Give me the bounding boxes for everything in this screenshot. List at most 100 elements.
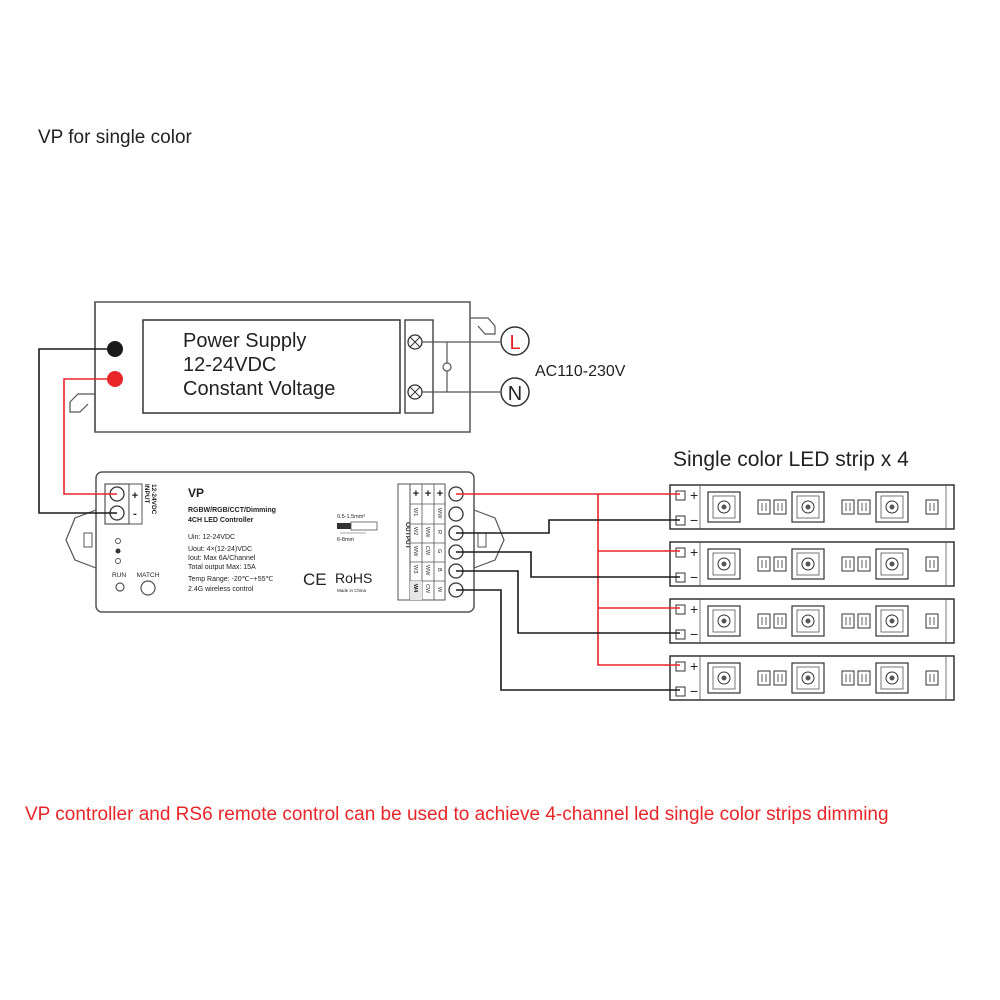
input-minus-label: - [133, 508, 137, 520]
output-plus-label: + [413, 488, 419, 500]
power-supply-name: Power Supply [183, 330, 306, 352]
strip-minus-label: − [690, 512, 698, 528]
positive-pad [675, 604, 686, 615]
strip-plus-label: + [690, 658, 698, 674]
cell-cct-cw: CW [424, 584, 430, 594]
input-plus-label: + [132, 490, 138, 502]
resistor-icon [857, 670, 871, 686]
resistor-icon [841, 556, 855, 572]
cell-r: R [436, 530, 442, 534]
led-chip-icon [707, 548, 741, 580]
resistor-icon [925, 670, 939, 686]
resistor-icon [857, 556, 871, 572]
cell-b: B [436, 568, 442, 572]
led-chip-icon [875, 605, 909, 637]
resistor-icon [773, 499, 787, 515]
page-title: VP for single color [38, 127, 193, 148]
output-plus-label: + [425, 488, 431, 500]
resistor-icon [925, 556, 939, 572]
made-in-label: Made in China [337, 588, 367, 593]
positive-pad [675, 490, 686, 501]
run-led-icon [115, 582, 125, 592]
power-supply-voltage: 12-24VDC [183, 354, 276, 376]
cell-cct-cw: CW [424, 546, 430, 556]
controller-iout: Iout: Max 6A/Channel [188, 555, 256, 562]
controller-uout: Uout: 4×(12-24)VDC [188, 546, 252, 553]
strip-minus-label: − [690, 683, 698, 699]
footer-note: VP controller and RS6 remote control can… [25, 804, 889, 825]
resistor-icon [773, 556, 787, 572]
strip-plus-label: + [690, 601, 698, 617]
resistor-icon [773, 670, 787, 686]
resistor-icon [841, 670, 855, 686]
strips-title: Single color LED strip x 4 [673, 448, 909, 471]
input-label: INPUT [143, 484, 150, 504]
controller-desc2: 4CH LED Controller [188, 517, 254, 524]
resistor-icon [841, 613, 855, 629]
led-chip-icon [791, 491, 825, 523]
cell-ww: WW [412, 546, 418, 557]
ac-wiring: L N AC110-230V [422, 326, 626, 407]
dc-input-wires [38, 348, 117, 514]
led-chip-icon [707, 605, 741, 637]
wire-spec-gauge: 0.5-1.5mm² [337, 514, 365, 520]
cell-w1: W1 [412, 508, 418, 516]
cell-g: G [436, 549, 442, 553]
live-label: L [509, 332, 520, 354]
match-button[interactable] [140, 580, 156, 596]
wire-spec-strip: 6-8mm [337, 537, 355, 543]
output-terminal-grid: OUTPUT + + + W1 W2 WW W3 W4 WW CW WW CW … [397, 483, 464, 601]
neutral-label: N [508, 383, 522, 405]
controller-model: VP [188, 486, 204, 500]
strip-minus-label: − [690, 626, 698, 642]
mounting-ear [65, 509, 97, 569]
led-chip-icon [875, 662, 909, 694]
cell-w3: W3 [412, 565, 418, 573]
led-strip: +− [669, 655, 955, 701]
resistor-icon [857, 499, 871, 515]
indicator-icon [115, 538, 121, 544]
controller-wireless: 2.4G wireless control [188, 586, 254, 593]
strip-plus-label: + [690, 487, 698, 503]
cell-cct-ww: WW [424, 565, 430, 576]
controller-total: Total output Max: 15A [188, 564, 256, 571]
resistor-icon [757, 613, 771, 629]
led-strip: +− [669, 484, 955, 530]
run-label: RUN [112, 572, 126, 579]
cell-cct-ww: WW [424, 527, 430, 538]
resistor-icon [857, 613, 871, 629]
indicator-icon [115, 548, 121, 554]
power-supply-label-panel [142, 319, 401, 414]
match-label: MATCH [137, 572, 160, 579]
led-chip-icon [875, 491, 909, 523]
resistor-icon [925, 499, 939, 515]
cell-w4: W4 [412, 584, 418, 593]
led-chip-icon [791, 548, 825, 580]
resistor-icon [757, 670, 771, 686]
ac-voltage-label: AC110-230V [535, 363, 626, 380]
negative-pad [675, 686, 686, 697]
controller-temp: Temp Range: -20℃~+55℃ [188, 576, 274, 583]
wire-strip-icon [337, 521, 378, 534]
resistor-icon [757, 556, 771, 572]
led-chip-icon [707, 491, 741, 523]
led-strips: +−+−+−+− [669, 484, 955, 701]
resistor-icon [757, 499, 771, 515]
strip-minus-label: − [690, 569, 698, 585]
led-chip-icon [707, 662, 741, 694]
resistor-icon [773, 613, 787, 629]
controller-uin: Uin: 12-24VDC [188, 534, 235, 541]
cell-w: W [436, 587, 442, 593]
led-chip-icon [875, 548, 909, 580]
power-supply-type: Constant Voltage [183, 378, 335, 400]
led-strip: +− [669, 598, 955, 644]
resistor-icon [841, 499, 855, 515]
output-plus-label: + [437, 488, 443, 500]
led-chip-icon [791, 605, 825, 637]
output-label: OUTPUT [404, 522, 411, 549]
output-screw [448, 506, 464, 522]
cell-w2: W2 [412, 527, 418, 535]
positive-pad [675, 547, 686, 558]
strip-plus-label: + [690, 544, 698, 560]
